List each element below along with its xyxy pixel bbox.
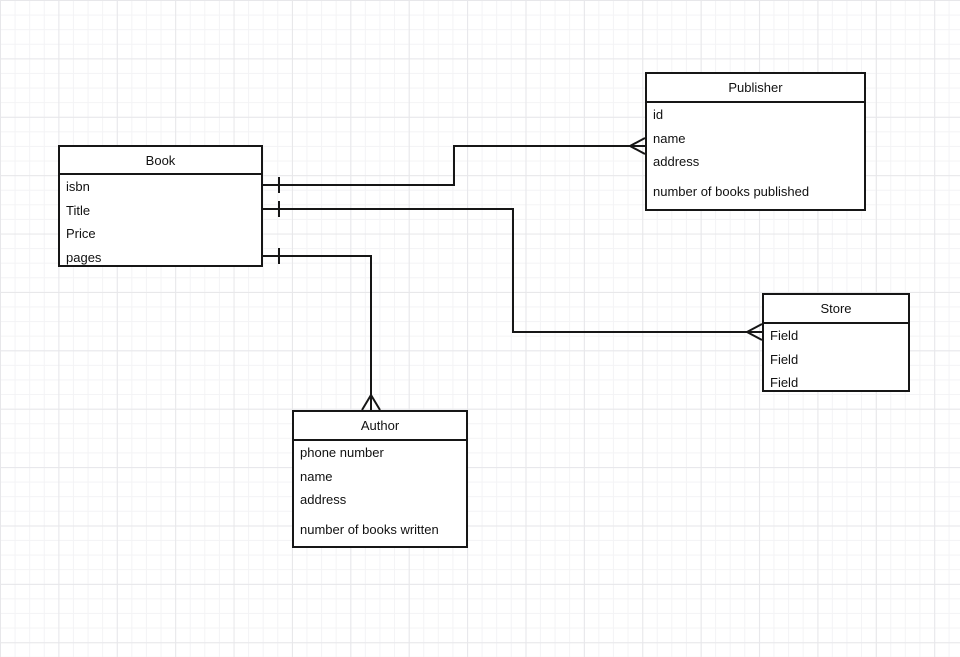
- connector-path[interactable]: [263, 255, 372, 410]
- entity-title-publisher[interactable]: Publisher: [647, 74, 864, 103]
- entity-field-store[interactable]: Field: [770, 328, 799, 344]
- entity-field-author[interactable]: phone number: [300, 445, 384, 461]
- entity-title-author[interactable]: Author: [294, 412, 466, 441]
- entity-field-publisher[interactable]: number of books published: [653, 183, 810, 199]
- entity-field-publisher[interactable]: id: [653, 107, 664, 123]
- entity-field-author[interactable]: address: [300, 492, 347, 508]
- cardinality-many-crowfoot: [746, 323, 763, 341]
- entity-publisher[interactable]: Publisher id name address number of books pu…: [645, 72, 866, 211]
- entity-title-book[interactable]: Book: [60, 147, 261, 175]
- connector-book-store[interactable]: [263, 201, 763, 341]
- entity-author[interactable]: Author phone number name address number of b…: [292, 410, 468, 548]
- entity-field-book[interactable]: isbn: [66, 179, 90, 195]
- entity-field-store[interactable]: Field: [770, 375, 799, 391]
- connector-path[interactable]: [263, 208, 762, 333]
- connector-book-publisher[interactable]: [263, 137, 646, 193]
- entity-field-book[interactable]: pages: [66, 249, 102, 265]
- entity-fields-publisher: id name address number of books published: [647, 103, 864, 203]
- connector-book-author[interactable]: [263, 248, 381, 411]
- entity-field-book[interactable]: Title: [66, 202, 91, 218]
- entity-field-publisher[interactable]: name: [653, 130, 686, 146]
- entity-fields-author: phone number name address number of books w…: [294, 441, 466, 541]
- cardinality-many-crowfoot: [361, 394, 381, 411]
- entity-title-store[interactable]: Store: [764, 295, 908, 324]
- entity-field-publisher[interactable]: address: [653, 154, 700, 170]
- cardinality-many-crowfoot: [629, 137, 646, 155]
- entity-field-author[interactable]: name: [300, 468, 333, 484]
- entity-field-author[interactable]: number of books written: [300, 521, 439, 537]
- entity-field-store[interactable]: Field: [770, 351, 799, 367]
- entity-field-book[interactable]: Price: [66, 226, 96, 242]
- connector-path[interactable]: [263, 145, 645, 186]
